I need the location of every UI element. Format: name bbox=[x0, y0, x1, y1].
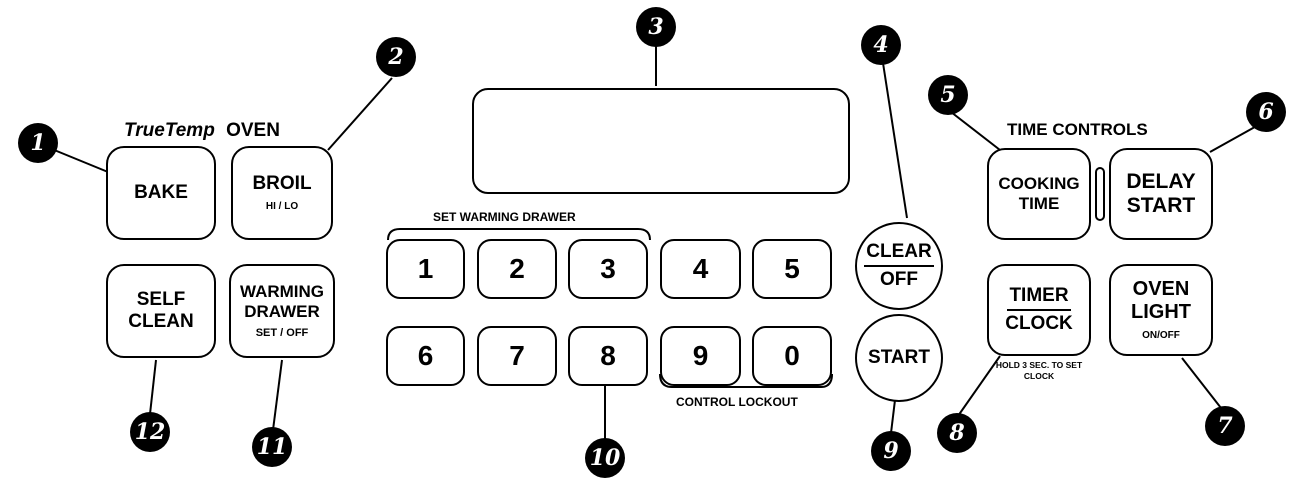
cooking-time-line1: COOKING bbox=[998, 174, 1080, 194]
key-8[interactable]: 8 bbox=[568, 326, 648, 386]
self-clean-button[interactable]: SELF CLEAN bbox=[106, 264, 216, 358]
timer-label: TIMER bbox=[1007, 285, 1071, 311]
warming-drawer-button[interactable]: WARMING DRAWER SET / OFF bbox=[229, 264, 335, 358]
oven-light-sublabel: ON/OFF bbox=[1142, 330, 1180, 342]
cooking-time-button[interactable]: COOKING TIME bbox=[987, 148, 1091, 240]
callout-3: 3 bbox=[636, 7, 676, 47]
callout-9: 9 bbox=[871, 431, 911, 471]
warming-drawer-sublabel: SET / OFF bbox=[255, 327, 309, 340]
callout-1: 1 bbox=[18, 123, 58, 163]
callout-8: 8 bbox=[937, 413, 977, 453]
key-3[interactable]: 3 bbox=[568, 239, 648, 299]
broil-button[interactable]: BROIL HI / LO bbox=[231, 146, 333, 240]
self-clean-line1: SELF bbox=[136, 289, 186, 311]
delay-start-button[interactable]: DELAY START bbox=[1109, 148, 1213, 240]
delay-start-line2: START bbox=[1126, 194, 1196, 217]
timer-clock-button[interactable]: TIMER CLOCK bbox=[987, 264, 1091, 356]
key-9[interactable]: 9 bbox=[660, 326, 741, 386]
oven-display bbox=[472, 88, 850, 194]
off-label: OFF bbox=[880, 269, 918, 290]
callout-7: 7 bbox=[1205, 406, 1245, 446]
set-warming-drawer-label: SET WARMING DRAWER bbox=[433, 210, 576, 224]
oven-label: OVEN bbox=[226, 120, 280, 141]
clear-off-button[interactable]: CLEAR OFF bbox=[855, 222, 943, 310]
clock-label: CLOCK bbox=[1005, 313, 1073, 334]
bake-button[interactable]: BAKE bbox=[106, 146, 216, 240]
key-4[interactable]: 4 bbox=[660, 239, 741, 299]
oven-brand: TrueTemp bbox=[124, 120, 215, 141]
oven-light-button[interactable]: OVEN LIGHT ON/OFF bbox=[1109, 264, 1213, 356]
broil-label: BROIL bbox=[252, 173, 312, 195]
callout-2: 2 bbox=[376, 37, 416, 77]
time-controls-heading: TIME CONTROLS bbox=[1007, 120, 1148, 139]
broil-sublabel: HI / LO bbox=[265, 201, 299, 213]
oven-light-line2: LIGHT bbox=[1131, 301, 1191, 324]
control-lockout-label: CONTROL LOCKOUT bbox=[676, 395, 798, 409]
start-label: START bbox=[868, 347, 930, 369]
key-5[interactable]: 5 bbox=[752, 239, 832, 299]
key-7[interactable]: 7 bbox=[477, 326, 557, 386]
key-6[interactable]: 6 bbox=[386, 326, 465, 386]
key-1[interactable]: 1 bbox=[386, 239, 465, 299]
key-0[interactable]: 0 bbox=[752, 326, 832, 386]
callout-12: 12 bbox=[130, 412, 170, 452]
callout-10: 10 bbox=[585, 438, 625, 478]
warming-drawer-line1: WARMING bbox=[239, 282, 325, 302]
clear-label: CLEAR bbox=[864, 241, 934, 267]
callout-5: 5 bbox=[928, 75, 968, 115]
cooking-time-line2: TIME bbox=[1018, 194, 1060, 213]
bake-label: BAKE bbox=[134, 182, 188, 204]
start-button[interactable]: START bbox=[855, 314, 943, 402]
delay-start-line1: DELAY bbox=[1126, 169, 1196, 193]
warming-drawer-line2: DRAWER bbox=[244, 301, 320, 321]
callout-6: 6 bbox=[1246, 92, 1286, 132]
callout-4: 4 bbox=[861, 25, 901, 65]
oven-light-line1: OVEN bbox=[1132, 278, 1190, 301]
key-2[interactable]: 2 bbox=[477, 239, 557, 299]
hold-to-set-clock-note: HOLD 3 SEC. TO SET CLOCK bbox=[995, 360, 1083, 381]
oven-heading: TrueTemp OVEN bbox=[124, 120, 280, 142]
self-clean-line2: CLEAN bbox=[128, 311, 194, 332]
callout-11: 11 bbox=[252, 427, 292, 467]
